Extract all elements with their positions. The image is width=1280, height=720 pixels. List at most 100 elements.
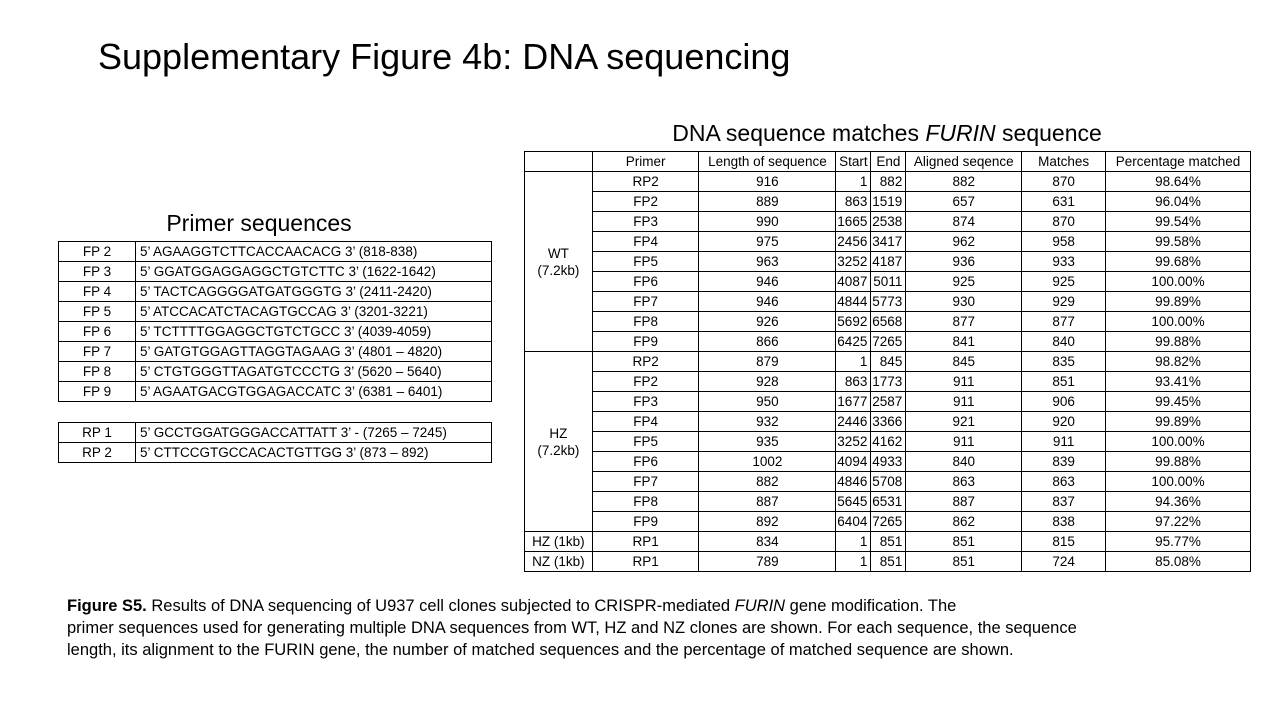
table-cell: 99.88% [1105, 331, 1251, 352]
table-cell: 2587 [870, 391, 907, 412]
dna-title-prefix: DNA sequence matches [672, 120, 926, 146]
table-cell: 99.45% [1105, 391, 1251, 412]
table-cell: RP2 [591, 351, 700, 372]
table-cell: 94.36% [1105, 491, 1251, 512]
table-cell: 840 [1021, 331, 1107, 352]
table-cell: RP1 [591, 551, 700, 572]
table-cell: 889 [698, 191, 837, 212]
primer-sequence: 5’ CTGTGGGTTAGATGTCCCTG 3’ (5620 – 5640) [135, 361, 492, 382]
table-cell: 6568 [870, 311, 907, 332]
primer-sequences-title: Primer sequences [166, 210, 352, 236]
table-cell: 851 [1021, 371, 1107, 392]
table-cell: 99.89% [1105, 291, 1251, 312]
table-cell: 851 [870, 551, 907, 572]
table-cell: 882 [905, 171, 1023, 192]
primer-sequence: 5’ AGAATGACGTGGAGACCATC 3’ (6381 – 6401) [135, 381, 492, 402]
figure-caption: Figure S5. Results of DNA sequencing of … [67, 595, 1247, 661]
dna-title-suffix: sequence [995, 120, 1102, 146]
primer-sequence: 5’ GATGTGGAGTTAGGTAGAAG 3’ (4801 – 4820) [135, 341, 492, 362]
table-cell: 1677 [835, 391, 872, 412]
table-cell: 840 [905, 451, 1023, 472]
column-header: Start [835, 151, 872, 172]
table-cell: FP7 [591, 471, 700, 492]
primer-sequence: 5’ AGAAGGTCTTCACCAACACG 3’ (818-838) [135, 241, 492, 262]
page-title: Supplementary Figure 4b: DNA sequencing [98, 36, 791, 77]
table-cell: 932 [698, 411, 837, 432]
table-cell: FP5 [591, 431, 700, 452]
table-cell: FP8 [591, 311, 700, 332]
table-cell: 950 [698, 391, 837, 412]
table-cell: 933 [1021, 251, 1107, 272]
table-cell: 911 [1021, 431, 1107, 452]
group-label-line: WT [547, 245, 569, 261]
table-cell: 863 [835, 371, 872, 392]
primer-sequence: 5’ TACTCAGGGGATGATGGGTG 3’ (2411-2420) [135, 281, 492, 302]
table-cell: 835 [1021, 351, 1107, 372]
table-cell: 916 [698, 171, 837, 192]
table-cell: 95.77% [1105, 531, 1251, 552]
table-cell: 930 [905, 291, 1023, 312]
table-cell: 839 [1021, 451, 1107, 472]
table-cell: 877 [905, 311, 1023, 332]
table-cell: 962 [905, 231, 1023, 252]
table-cell: 97.22% [1105, 511, 1251, 532]
caption-text-2: gene modification. The [785, 597, 957, 615]
table-cell: 1 [835, 171, 872, 192]
table-cell: 99.58% [1105, 231, 1251, 252]
table-cell: 6425 [835, 331, 872, 352]
table-cell: 6531 [870, 491, 907, 512]
table-cell: 936 [905, 251, 1023, 272]
table-cell: 935 [698, 431, 837, 452]
table-cell: 3252 [835, 431, 872, 452]
table-cell: 3366 [870, 411, 907, 432]
table-cell: 863 [905, 471, 1023, 492]
table-cell: FP9 [591, 331, 700, 352]
table-cell: 7265 [870, 331, 907, 352]
table-cell: 887 [905, 491, 1023, 512]
caption-text-1: Results of DNA sequencing of U937 cell c… [146, 597, 735, 615]
group-label: WT(7.2kb) [524, 171, 593, 352]
table-cell: 870 [1021, 171, 1107, 192]
table-cell: 975 [698, 231, 837, 252]
table-cell: 1 [835, 551, 872, 572]
column-header: Percentage matched [1105, 151, 1251, 172]
table-cell: 863 [835, 191, 872, 212]
table-cell: 911 [905, 431, 1023, 452]
primer-name: FP 6 [58, 321, 136, 342]
table-cell: 4846 [835, 471, 872, 492]
table-cell: 845 [905, 351, 1023, 372]
table-cell: FP9 [591, 511, 700, 532]
caption-line-2: primer sequences used for generating mul… [67, 619, 1077, 637]
table-cell: 99.54% [1105, 211, 1251, 232]
table-cell: 5011 [870, 271, 907, 292]
table-cell: 4933 [870, 451, 907, 472]
primer-name: FP 2 [58, 241, 136, 262]
table-cell: 1002 [698, 451, 837, 472]
table-cell: 789 [698, 551, 837, 572]
table-cell: 98.82% [1105, 351, 1251, 372]
table-cell: 3417 [870, 231, 907, 252]
table-cell: 990 [698, 211, 837, 232]
caption-line-1: Figure S5. Results of DNA sequencing of … [67, 595, 1247, 617]
table-cell: 1773 [870, 371, 907, 392]
table-cell: 882 [870, 171, 907, 192]
